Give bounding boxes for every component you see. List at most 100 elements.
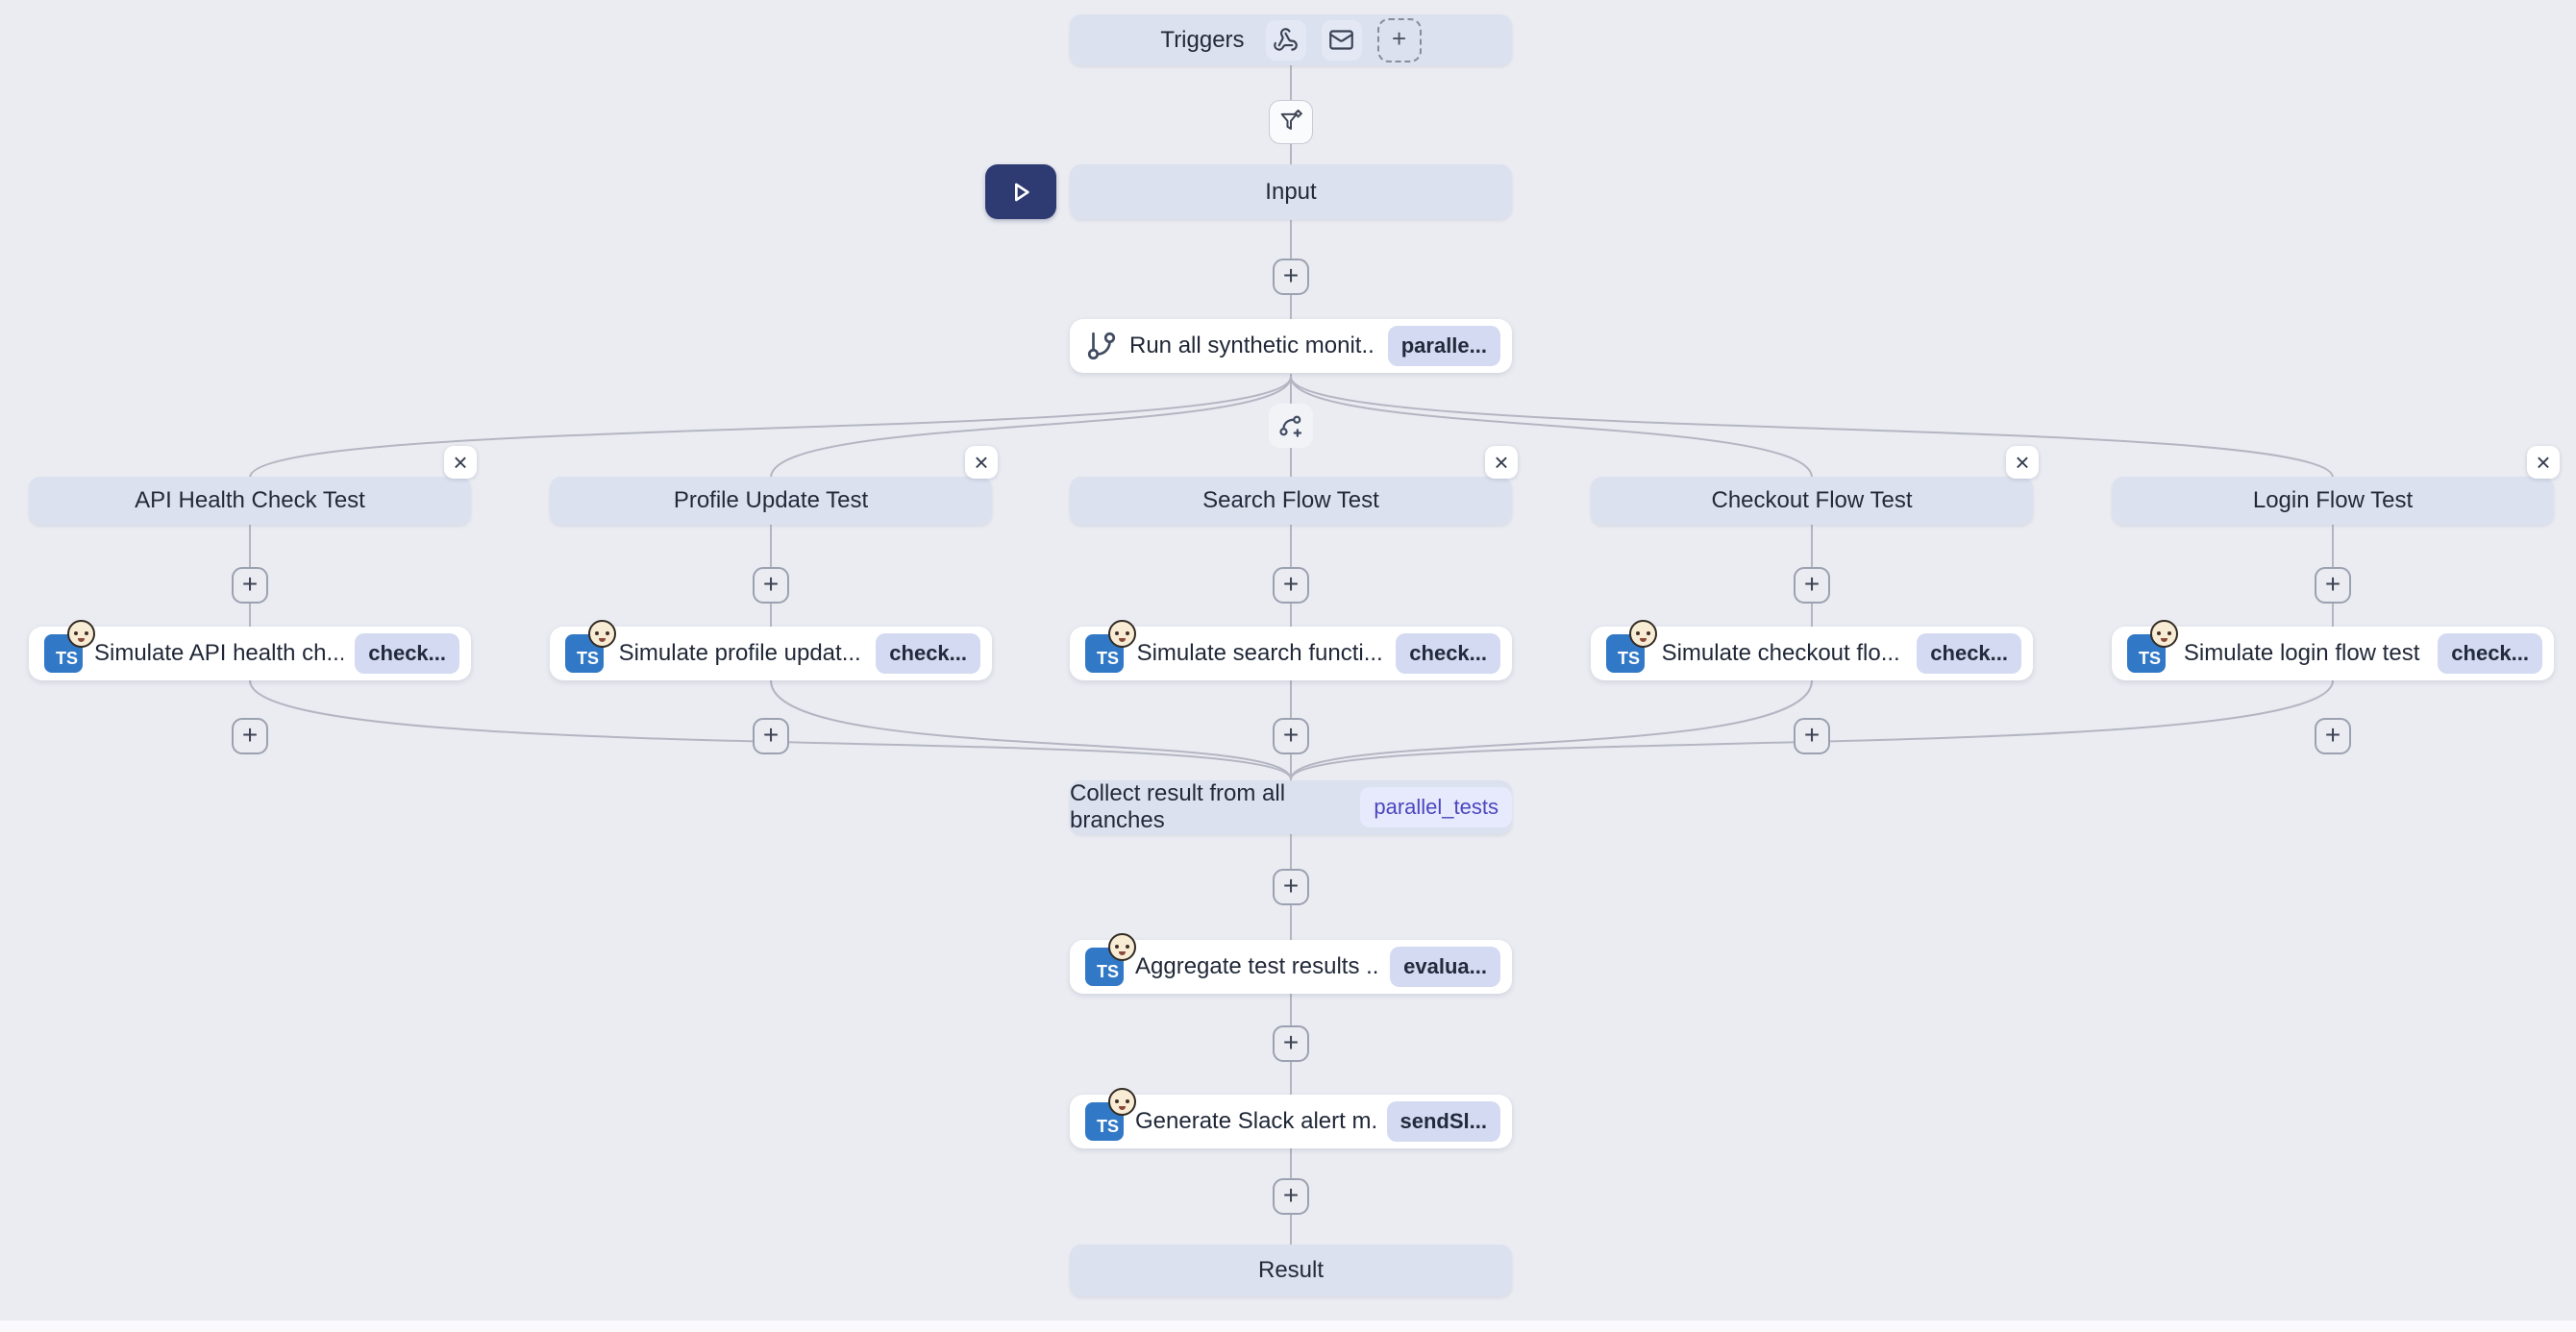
add-step-in-branch-button[interactable]: +	[1273, 567, 1309, 604]
baby-face-icon	[1108, 933, 1136, 961]
plus-icon: +	[1282, 1026, 1300, 1057]
add-step-after-branch-button[interactable]: +	[1273, 718, 1309, 754]
step-label: Run all synthetic monit...	[1129, 333, 1376, 358]
baby-face-icon	[1629, 620, 1657, 648]
plus-icon: +	[2324, 719, 2341, 750]
baby-face-icon	[2150, 620, 2178, 648]
add-step-after-branch-button[interactable]: +	[2315, 718, 2351, 754]
branch-title-node[interactable]: Login Flow Test	[2112, 477, 2554, 525]
triggers-label: Triggers	[1160, 26, 1245, 53]
plus-icon: +	[1803, 719, 1821, 750]
close-branch-button[interactable]: ×	[2527, 446, 2560, 479]
typescript-icon: TS	[2127, 620, 2178, 673]
mail-icon	[1329, 30, 1353, 50]
branch-title-node[interactable]: Search Flow Test	[1070, 477, 1512, 525]
step-label: Generate Slack alert m...	[1135, 1108, 1375, 1134]
step-function-badge: paralle...	[1387, 326, 1500, 366]
webhook-trigger-button[interactable]	[1265, 19, 1306, 61]
collect-results-node[interactable]: Collect result from all branches paralle…	[1070, 780, 1512, 834]
close-icon: ×	[974, 448, 989, 477]
add-step-after-branch-button[interactable]: +	[753, 718, 789, 754]
canvas-bottom-edge	[0, 1320, 2576, 1332]
plus-icon: +	[1282, 568, 1300, 599]
add-step-in-branch-button[interactable]: +	[2315, 567, 2351, 604]
input-node-label: Input	[1265, 178, 1317, 205]
typescript-icon: TS	[1606, 620, 1657, 673]
typescript-icon: TS	[1085, 933, 1136, 986]
step-label: Aggregate test results ...	[1135, 953, 1379, 979]
result-node[interactable]: Result	[1070, 1245, 1512, 1296]
triggers-node[interactable]: Triggers +	[1070, 14, 1512, 65]
branch-step-node[interactable]: TS Simulate checkout flo... check...	[1591, 620, 2033, 680]
plus-icon: +	[241, 719, 259, 750]
add-step-after-branch-button[interactable]: +	[232, 718, 268, 754]
branch-step-node[interactable]: TS Simulate login flow test check...	[2112, 620, 2554, 680]
add-trigger-button[interactable]: +	[1376, 17, 1422, 62]
branch-title: Checkout Flow Test	[1711, 487, 1913, 513]
typescript-icon: TS	[1085, 620, 1136, 673]
add-step-after-slack-button[interactable]: +	[1273, 1178, 1309, 1215]
add-step-after-collect-button[interactable]: +	[1273, 869, 1309, 905]
plus-icon: +	[1282, 870, 1300, 900]
run-synthetic-step-node[interactable]: Run all synthetic monit... paralle...	[1070, 319, 1512, 373]
close-branch-button[interactable]: ×	[1485, 446, 1518, 479]
branch-title: Search Flow Test	[1202, 487, 1379, 513]
ts-logo-text: TS	[1617, 649, 1640, 668]
step-label: Simulate search functi...	[1136, 640, 1383, 666]
plus-icon: +	[241, 568, 259, 599]
ts-logo-text: TS	[2138, 649, 2161, 668]
close-icon: ×	[2536, 448, 2551, 477]
step-function-badge: sendSl...	[1386, 1101, 1500, 1142]
split-add-icon	[1279, 415, 1302, 437]
ts-logo-text: TS	[55, 649, 78, 668]
step-function-badge: check...	[2438, 633, 2542, 674]
aggregate-step-node[interactable]: TS Aggregate test results ... evalua...	[1070, 933, 1512, 994]
branch-step-node[interactable]: TS Simulate profile updat... check...	[550, 620, 992, 680]
step-label: Simulate API health ch...	[94, 640, 344, 666]
branch-step-node[interactable]: TS Simulate API health ch... check...	[29, 620, 471, 680]
ts-logo-text: TS	[1096, 962, 1119, 981]
ts-logo-text: TS	[1096, 1117, 1119, 1136]
branch-title: Login Flow Test	[2252, 487, 2414, 513]
branch-title-node[interactable]: Checkout Flow Test	[1591, 477, 2033, 525]
input-node[interactable]: Input	[1070, 164, 1512, 219]
branch-title-node[interactable]: Profile Update Test	[550, 477, 992, 525]
typescript-icon: TS	[1085, 1088, 1136, 1141]
close-branch-button[interactable]: ×	[444, 446, 477, 479]
add-step-in-branch-button[interactable]: +	[1794, 567, 1830, 604]
add-step-in-branch-button[interactable]: +	[232, 567, 268, 604]
run-workflow-button[interactable]	[985, 164, 1056, 219]
close-branch-button[interactable]: ×	[2006, 446, 2039, 479]
add-step-after-input-button[interactable]: +	[1273, 259, 1309, 295]
plus-icon: +	[1282, 1179, 1300, 1210]
webhook-icon	[1274, 28, 1298, 51]
add-step-after-aggregate-button[interactable]: +	[1273, 1025, 1309, 1062]
slack-alert-step-node[interactable]: TS Generate Slack alert m... sendSl...	[1070, 1088, 1512, 1148]
git-branch-icon	[1087, 332, 1116, 360]
add-step-in-branch-button[interactable]: +	[753, 567, 789, 604]
add-step-after-branch-button[interactable]: +	[1794, 718, 1830, 754]
step-function-badge: check...	[1917, 633, 2021, 674]
branch-step-node[interactable]: TS Simulate search functi... check...	[1070, 620, 1512, 680]
filter-icon	[1280, 109, 1302, 130]
plus-icon: +	[1391, 24, 1407, 53]
trigger-filter-node[interactable]	[1269, 100, 1313, 144]
ts-logo-text: TS	[576, 649, 599, 668]
close-icon: ×	[453, 448, 468, 477]
plus-icon: +	[762, 568, 780, 599]
step-function-badge: evalua...	[1390, 947, 1500, 987]
ts-logo-text: TS	[1096, 649, 1119, 668]
plus-icon: +	[1282, 259, 1300, 290]
close-icon: ×	[1494, 448, 1509, 477]
result-node-label: Result	[1257, 1257, 1325, 1283]
close-branch-button[interactable]: ×	[965, 446, 998, 479]
email-trigger-button[interactable]	[1321, 19, 1362, 61]
typescript-icon: TS	[44, 620, 95, 673]
branch-title-node[interactable]: API Health Check Test	[29, 477, 471, 525]
baby-face-icon	[1108, 1088, 1136, 1116]
parallel-tests-badge: parallel_tests	[1360, 787, 1512, 827]
branch-title: API Health Check Test	[135, 487, 365, 513]
close-icon: ×	[2015, 448, 2030, 477]
branch-split-node[interactable]	[1269, 404, 1313, 448]
